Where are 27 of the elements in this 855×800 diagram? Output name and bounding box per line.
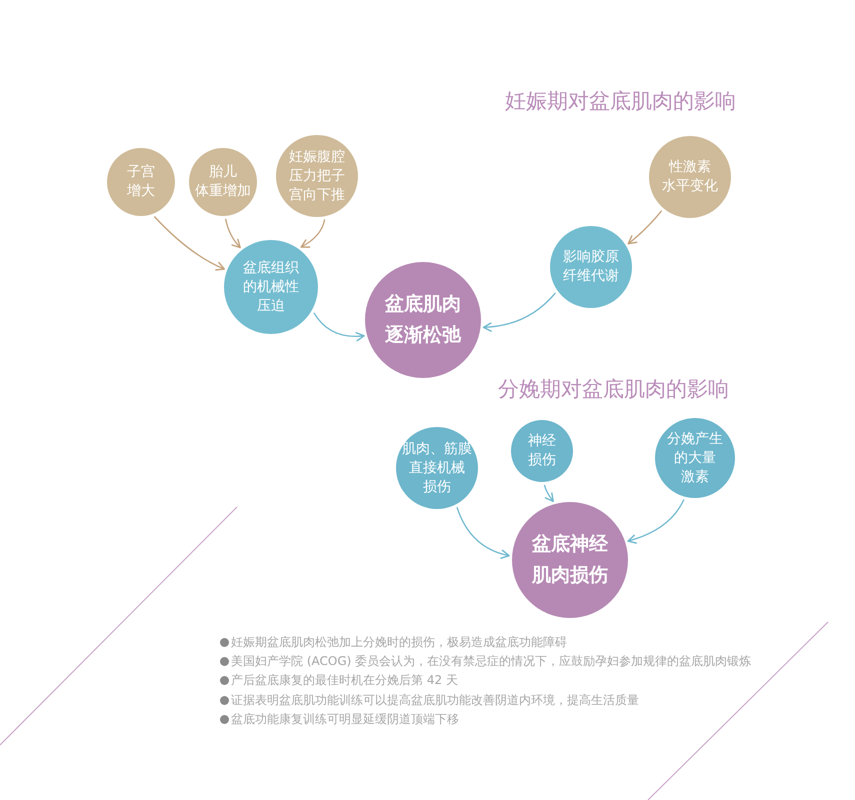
section-heading: 分娩期对盆底肌肉的影响 xyxy=(498,376,729,402)
arrow xyxy=(313,312,365,342)
arrow xyxy=(628,210,662,244)
circle-label: 盆底肌肉逐渐松弛 xyxy=(385,292,461,348)
note-text: 美国妇产学院 (ACOG) 委员会认为，在没有禁忌症的情况下，应鼓励孕妇参加规律的盆底肌肉锻炼 xyxy=(231,653,752,669)
circle-label: 妊娠腹腔压力把子宫向下推 xyxy=(289,148,345,204)
note-text: 产后盆底康复的最佳时机在分娩后第 42 天 xyxy=(231,672,458,688)
note-text: 妊娠期盆底肌肉松弛加上分娩时的损伤，极易造成盆底功能障碍 xyxy=(231,634,567,650)
arrow xyxy=(456,506,510,559)
note-text: 盆底功能康复训练可明显延缓阴道顶端下移 xyxy=(231,711,459,727)
circle-label: 盆底组织的机械性压迫 xyxy=(243,258,299,316)
arrow xyxy=(300,219,326,248)
circle-label: 胎儿体重增加 xyxy=(195,163,251,201)
note-text: 证据表明盆底肌功能训练可以提高盆底肌功能改善阴道内环境，提高生活质量 xyxy=(231,692,639,708)
arrow xyxy=(544,484,554,502)
circle-label: 盆底神经肌肉损伤 xyxy=(532,532,608,588)
section-heading: 妊娠期对盆底肌肉的影响 xyxy=(505,88,736,114)
arrow xyxy=(482,292,556,332)
circle-label: 影响胶原纤维代谢 xyxy=(563,248,619,286)
arrow xyxy=(627,499,684,544)
circle-label: 子宫增大 xyxy=(127,163,155,201)
circle-label: 分娩产生的大量激素 xyxy=(667,430,723,486)
arrow xyxy=(154,216,225,270)
circle-label: 性激素水平变化 xyxy=(662,158,718,196)
arrow xyxy=(224,218,241,248)
circle-label: 肌肉、筋膜直接机械损伤 xyxy=(402,440,472,496)
circle-label: 神经损伤 xyxy=(528,432,556,470)
